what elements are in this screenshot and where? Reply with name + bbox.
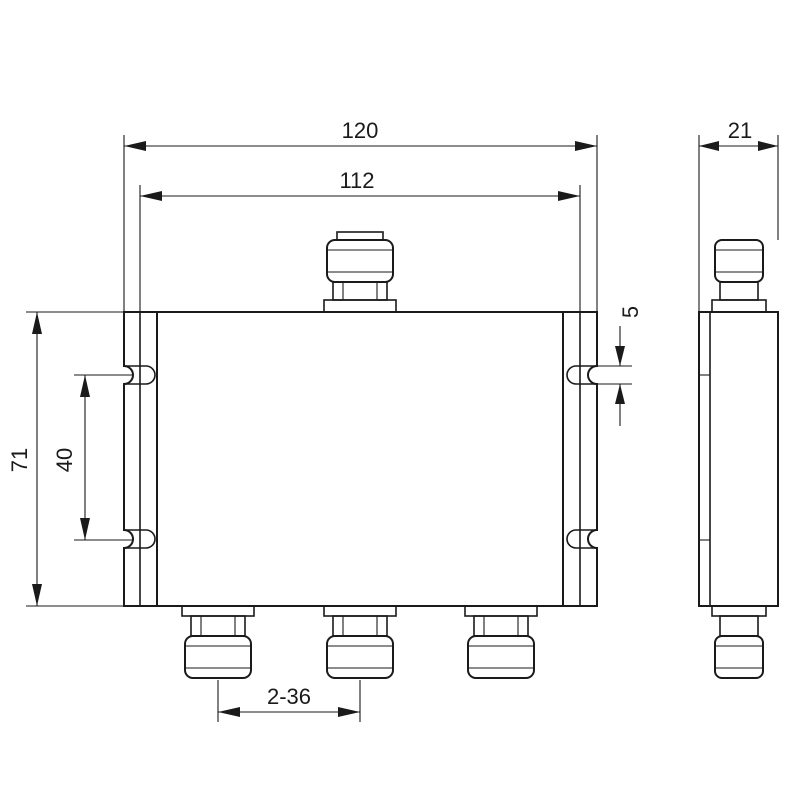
dim-label-2-36: 2-36: [267, 684, 311, 709]
side-top-connector: [711, 239, 767, 313]
left-bottom-slot: [124, 529, 156, 549]
left-top-slot: [124, 365, 156, 385]
housing-body: [156, 311, 564, 607]
dim-label-5: 5: [618, 306, 643, 318]
front-view: [123, 231, 598, 679]
output-connector-1: [181, 605, 255, 679]
dim-label-71: 71: [7, 448, 32, 472]
side-housing: [698, 311, 779, 607]
input-connector: [323, 231, 397, 313]
right-top-slot: [566, 365, 597, 385]
right-bottom-slot: [566, 529, 597, 549]
dim-label-120: 120: [342, 118, 379, 143]
mounting-flange: [123, 311, 598, 607]
dim-label-40: 40: [52, 448, 77, 472]
output-connector-2: [323, 605, 397, 679]
side-bottom-connector: [711, 605, 767, 679]
dim-label-112: 112: [339, 168, 374, 193]
dimension-lines: [26, 135, 779, 722]
output-connector-3: [464, 605, 538, 679]
side-view: [698, 239, 779, 679]
dim-label-21: 21: [728, 118, 752, 143]
